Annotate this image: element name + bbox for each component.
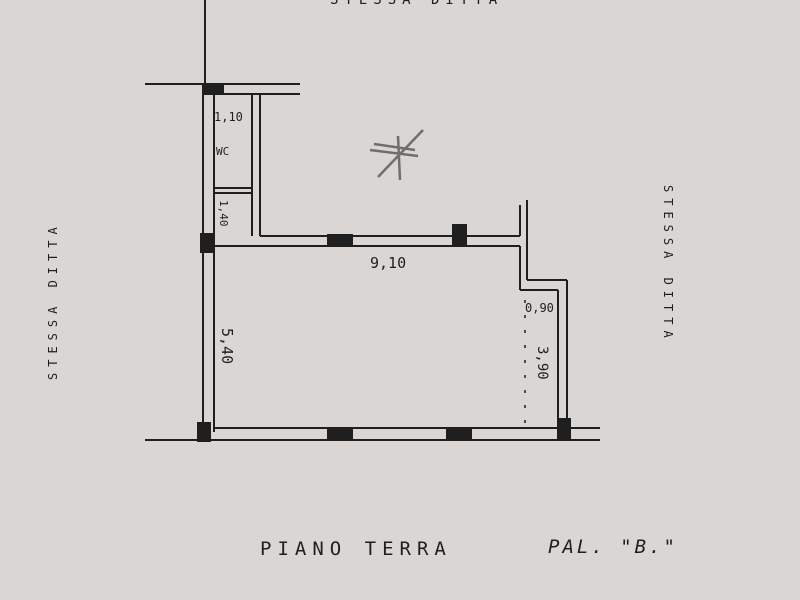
dim-main-depth: 5,40 [218,328,236,364]
dim-wc-depth: 1,40 [217,200,230,227]
walls [145,0,600,441]
neighbor-right: STESSA DITTA [661,185,675,344]
room-label-wc: WC [216,145,229,158]
dim-main-width: 9,10 [370,254,406,272]
dim-recess-depth: 3,90 [534,346,550,380]
plan-title: PIANO TERRA [260,538,452,560]
dim-recess-width: 0,90 [525,301,554,315]
dim-wc-width: 1,10 [214,110,243,124]
neighbor-top: STESSA DITTA [330,0,503,8]
building-label: PAL. "B." [548,536,678,558]
neighbor-left: STESSA DITTA [46,221,60,380]
pillars [197,84,571,442]
pencil-mark [369,129,424,181]
